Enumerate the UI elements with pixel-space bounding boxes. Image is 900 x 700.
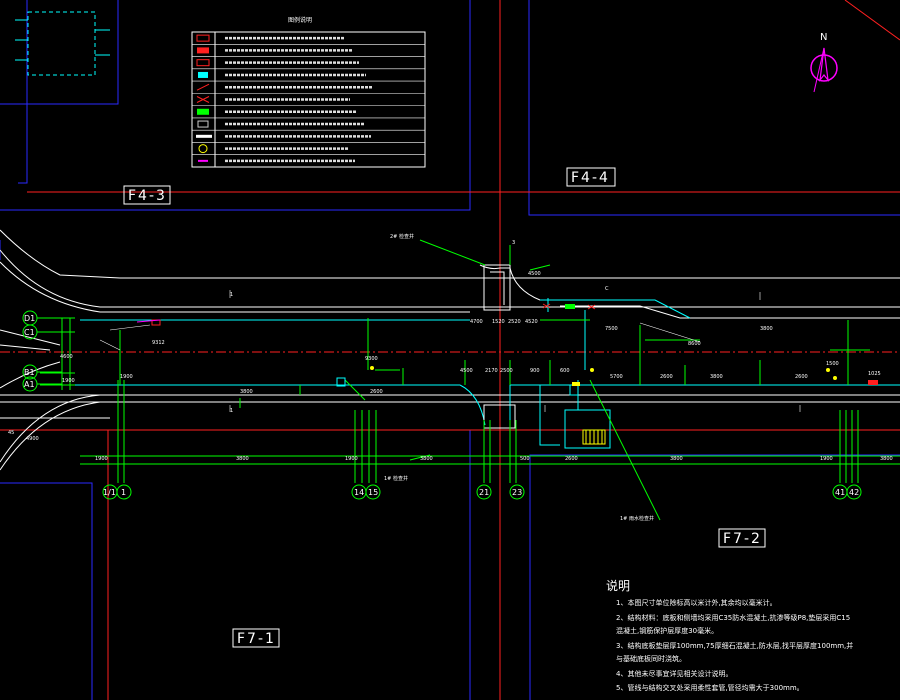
- legend-swatch-yellow-circle: [198, 144, 208, 154]
- legend-swatch-red-box: [196, 34, 210, 42]
- svg-text:4500: 4500: [460, 368, 473, 374]
- svg-text:3800: 3800: [710, 374, 723, 380]
- col-axis-41: 41: [835, 488, 845, 497]
- legend-title: 图例说明: [288, 16, 312, 24]
- svg-text:4520: 4520: [525, 319, 538, 325]
- legend-swatch-gray-box: [197, 120, 209, 128]
- col-axis-1-1: 1/1: [103, 488, 116, 497]
- svg-text:1# 检查井: 1# 检查井: [384, 475, 408, 482]
- legend-swatch-red-box-filled: [197, 47, 209, 54]
- svg-text:4600: 4600: [60, 354, 73, 360]
- svg-text:2520: 2520: [508, 319, 521, 325]
- svg-text:3800: 3800: [236, 456, 249, 462]
- svg-text:1520: 1520: [492, 319, 505, 325]
- legend-swatch-white-bar: [196, 134, 212, 138]
- svg-text:900: 900: [530, 368, 540, 374]
- svg-text:1: 1: [230, 292, 233, 298]
- svg-text:1# 雨水检查井: 1# 雨水检查井: [620, 515, 654, 522]
- row-axis-a1: A1: [24, 380, 35, 389]
- svg-text:600: 600: [560, 368, 570, 374]
- dimension-texts: 3800 1900 1900 3800 500 2600 3800 1900 3…: [8, 233, 893, 522]
- col-axis-14: 14: [354, 488, 364, 497]
- legend-swatch-red-cross: [196, 96, 210, 103]
- svg-text:4500: 4500: [528, 271, 541, 277]
- note-line: 4、其他未尽事宜详见相关设计说明。: [616, 669, 732, 678]
- leader-lines: [99, 290, 801, 412]
- zone-label-f4-4: F4-4: [571, 170, 610, 186]
- svg-text:2600: 2600: [565, 456, 578, 462]
- col-axis-21: 21: [479, 488, 489, 497]
- svg-text:2500: 2500: [500, 368, 513, 374]
- zone-label-f4-3: F4-3: [128, 188, 167, 204]
- svg-text:3: 3: [512, 240, 515, 246]
- svg-text:5700: 5700: [610, 374, 623, 380]
- zone-label-f7-1: F7-1: [237, 631, 276, 647]
- note-line: 2、结构材料：底板和侧墙均采用C35防水混凝土,抗渗等级P8,垫层采用C15: [616, 613, 850, 622]
- svg-text:45: 45: [8, 430, 14, 436]
- svg-text:2# 检查井: 2# 检查井: [390, 233, 414, 240]
- col-axis-1: 1: [121, 488, 126, 497]
- svg-text:9312: 9312: [152, 340, 165, 346]
- svg-text:1900: 1900: [95, 456, 108, 462]
- svg-text:1900: 1900: [62, 378, 75, 384]
- legend-table: 图例说明: [191, 16, 426, 168]
- svg-text:4700: 4700: [470, 319, 483, 325]
- svg-text:9300: 9300: [365, 356, 378, 362]
- svg-text:2600: 2600: [795, 374, 808, 380]
- col-axis-15: 15: [368, 488, 378, 497]
- svg-text:3800: 3800: [670, 456, 683, 462]
- svg-text:7500: 7500: [605, 326, 618, 332]
- svg-text:1500: 1500: [826, 361, 839, 367]
- row-axis-d1: D1: [24, 314, 35, 323]
- svg-text:3800: 3800: [760, 326, 773, 332]
- row-axis-bubbles: [22, 310, 62, 392]
- legend-swatch-red-slash: [196, 83, 210, 91]
- zone-labels: F4-3 F4-4 F7-1 F7-2: [123, 167, 766, 648]
- notes-title: 说明: [606, 578, 630, 593]
- col-axis-23: 23: [512, 488, 522, 497]
- north-arrow-icon: N: [810, 32, 838, 93]
- svg-text:2170: 2170: [485, 368, 498, 374]
- design-notes: 说明 1、本图尺寸单位除标高以米计外,其余均以毫米计。 2、结构材料：底板和侧墙…: [606, 578, 853, 692]
- zone-label-f7-2: F7-2: [723, 531, 762, 547]
- pipeline: [15, 11, 900, 449]
- svg-text:3800: 3800: [240, 389, 253, 395]
- svg-text:1025: 1025: [868, 371, 881, 377]
- svg-text:500: 500: [520, 456, 530, 462]
- svg-text:C: C: [605, 286, 609, 292]
- column-axis-bubbles: [102, 484, 862, 500]
- row-axis-c1: C1: [24, 328, 35, 337]
- svg-text:3800: 3800: [880, 456, 893, 462]
- svg-text:4900: 4900: [26, 436, 39, 442]
- note-line: 3、结构底板垫层厚100mm,75厚细石混凝土,防水层,找平层厚度100mm,并: [616, 641, 853, 650]
- svg-text:1900: 1900: [345, 456, 358, 462]
- col-axis-42: 42: [849, 488, 859, 497]
- svg-text:1900: 1900: [120, 374, 133, 380]
- svg-text:3800: 3800: [420, 456, 433, 462]
- note-line: 与基础底板同时浇筑。: [616, 654, 686, 663]
- note-line: 混凝土,钢筋保护层厚度30毫米。: [616, 626, 718, 635]
- north-label: N: [820, 32, 827, 43]
- legend-swatch-cyan-box: [198, 71, 208, 78]
- svg-text:1: 1: [230, 408, 233, 414]
- road-edges: [0, 229, 900, 471]
- device-markers: [136, 303, 878, 445]
- svg-text:8600: 8600: [688, 341, 701, 347]
- note-line: 5、管线与结构交叉处采用柔性套管,管径均需大于300mm。: [616, 683, 804, 692]
- row-axis-b1: B1: [24, 368, 35, 377]
- svg-text:1900: 1900: [820, 456, 833, 462]
- legend-swatch-green-bar: [197, 108, 209, 115]
- note-line: 1、本图尺寸单位除标高以米计外,其余均以毫米计。: [616, 598, 777, 607]
- svg-text:2600: 2600: [370, 389, 383, 395]
- svg-text:2600: 2600: [660, 374, 673, 380]
- legend-swatch-red-box: [196, 59, 210, 67]
